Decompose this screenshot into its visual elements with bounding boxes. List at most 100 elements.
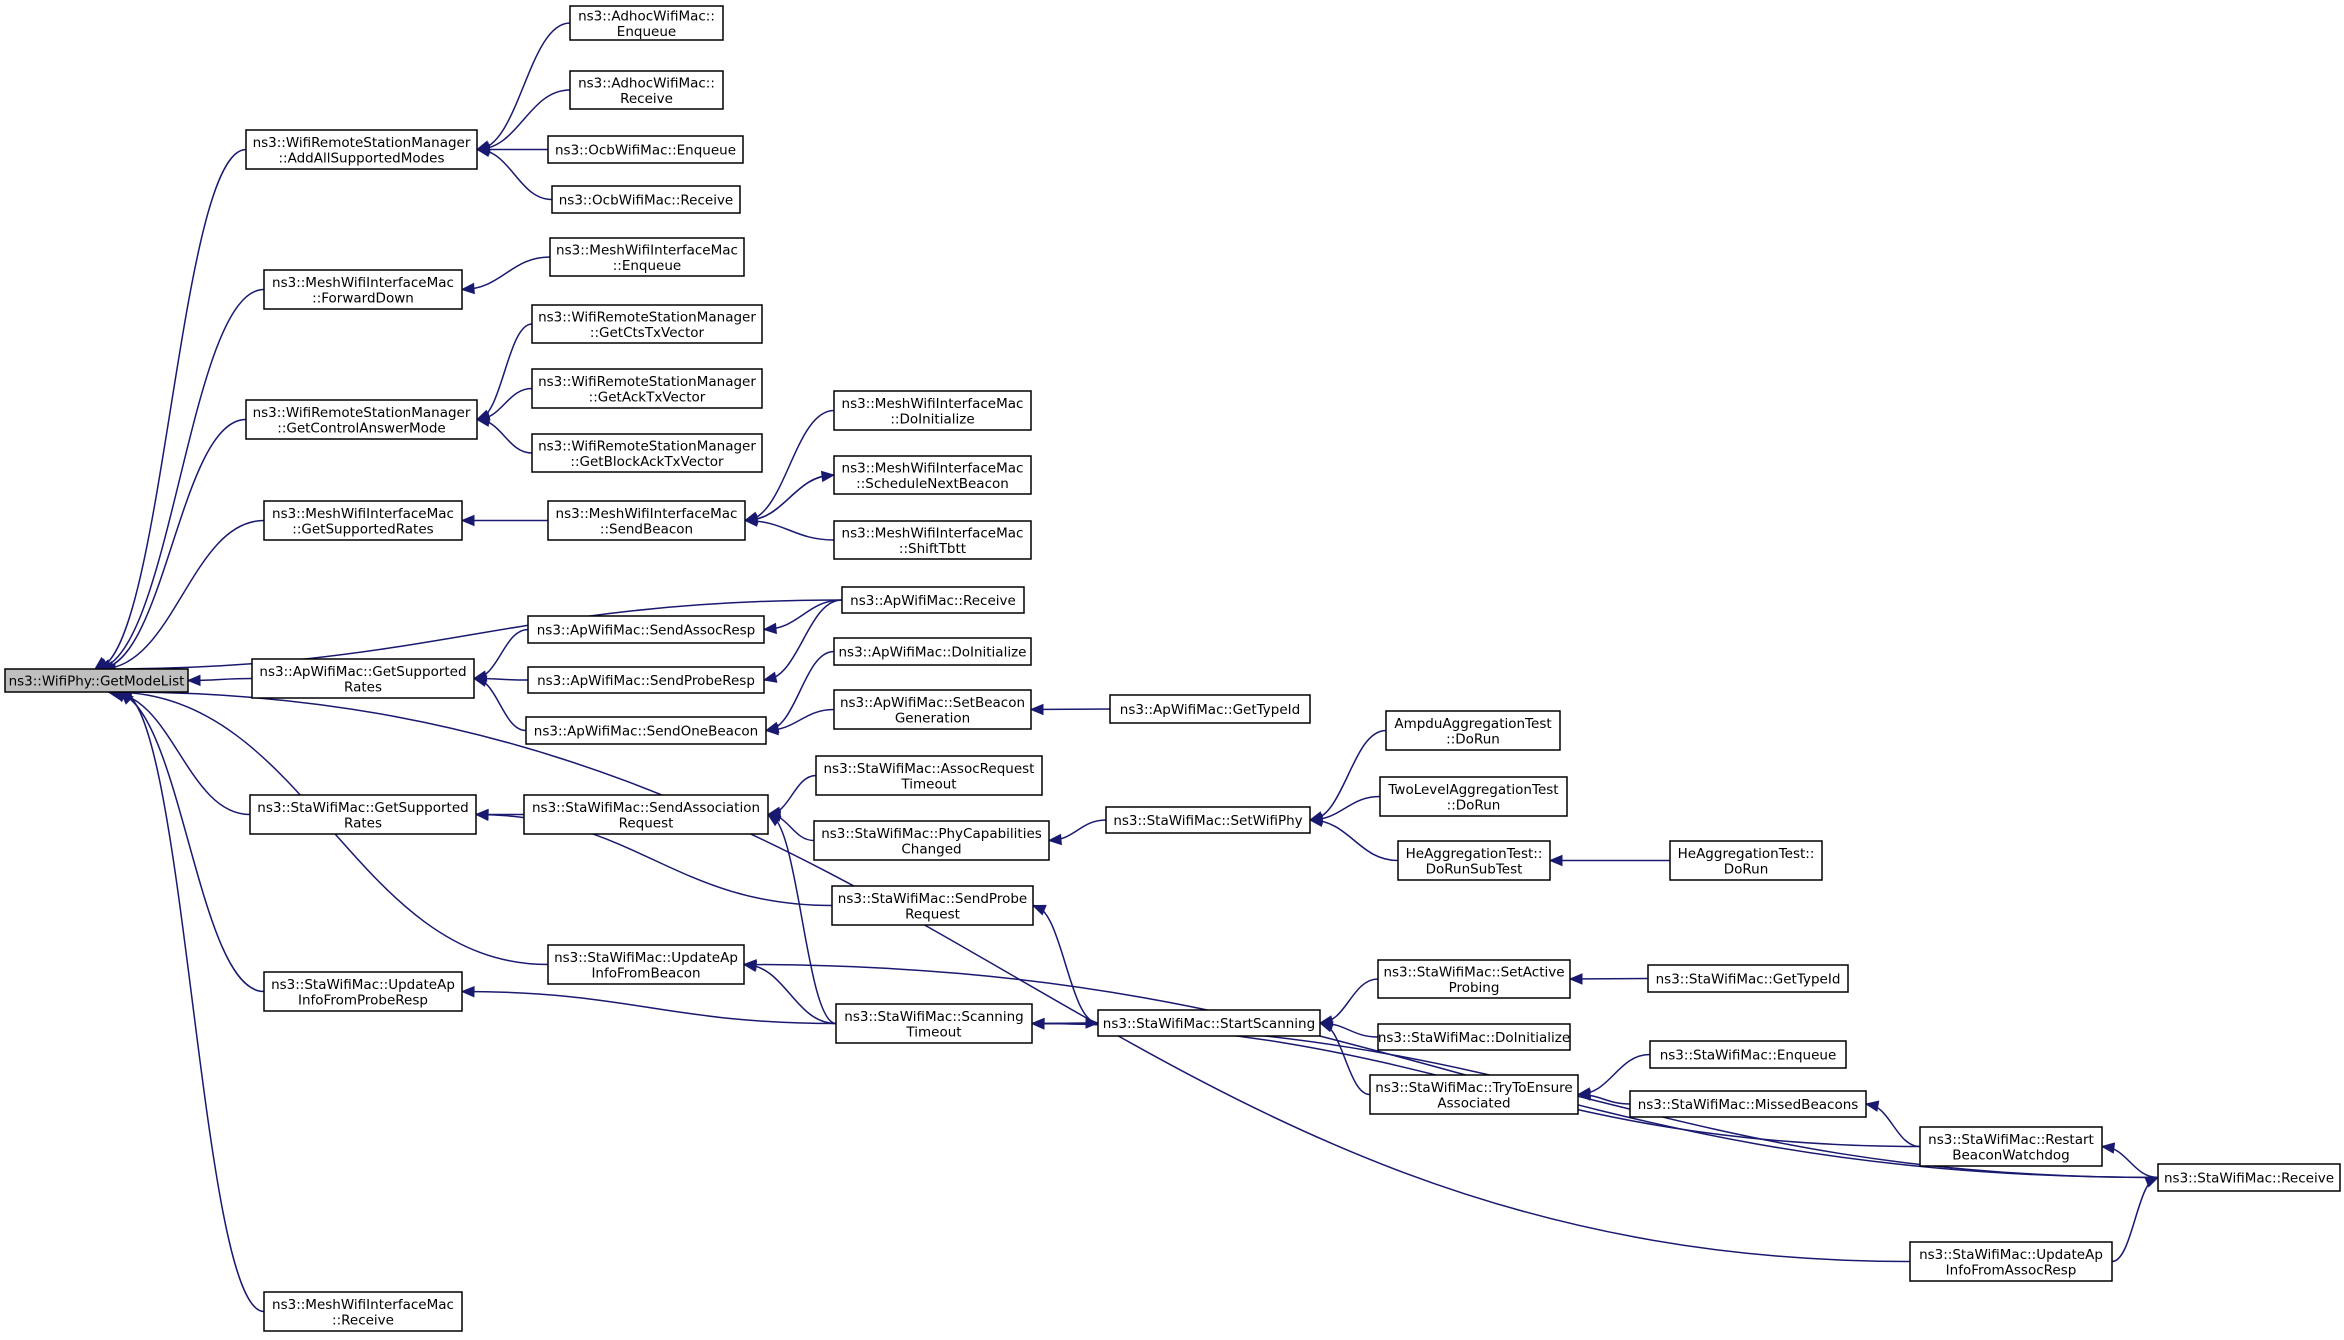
- node-label-line: ns3::MeshWifiInterfaceMac: [842, 525, 1024, 541]
- node-StaGetTypeId[interactable]: ns3::StaWifiMac::GetTypeId: [1647, 964, 1849, 993]
- node-ApDoInitialize[interactable]: ns3::ApWifiMac::DoInitialize: [833, 637, 1032, 666]
- node-StaStartScanning[interactable]: ns3::StaWifiMac::StartScanning: [1097, 1009, 1321, 1037]
- node-ApSendOneBeacon[interactable]: ns3::ApWifiMac::SendOneBeacon: [525, 716, 767, 745]
- node-box: [1109, 694, 1311, 724]
- node-ApReceive[interactable]: ns3::ApWifiMac::Receive: [841, 586, 1025, 614]
- node-MeshReceive[interactable]: ns3::MeshWifiInterfaceMac::Receive: [263, 1291, 463, 1332]
- node-StaUpdateApInfoFromProbeResp[interactable]: ns3::StaWifiMac::UpdateApInfoFromProbeRe…: [263, 971, 463, 1012]
- edge-line: [744, 474, 835, 522]
- node-GetCtsTxVector[interactable]: ns3::WifiRemoteStationManager::GetCtsTxV…: [531, 304, 763, 344]
- arrowhead: [475, 145, 491, 158]
- node-box: [249, 794, 477, 835]
- node-GetBlockAckTxVector[interactable]: ns3::WifiRemoteStationManager::GetBlockA…: [531, 433, 763, 473]
- node-box: [531, 304, 763, 344]
- node-StaReceive[interactable]: ns3::StaWifiMac::Receive: [2157, 1163, 2341, 1192]
- node-TwoLevelDoRun[interactable]: TwoLevelAggregationTest::DoRun: [1379, 776, 1568, 817]
- node-GetModeList[interactable]: ns3::WifiPhy::GetModeList: [4, 668, 189, 693]
- edge-ApReceive-to-ApSendAssocResp: [762, 599, 843, 635]
- node-AdhocReceive[interactable]: ns3::AdhocWifiMac::Receive: [569, 70, 724, 110]
- node-MeshScheduleNextBeacon[interactable]: ns3::MeshWifiInterfaceMac::ScheduleNextB…: [833, 455, 1032, 495]
- node-HeDoRunSubTest[interactable]: HeAggregationTest::DoRunSubTest: [1397, 840, 1551, 881]
- node-label-line: ns3::WifiRemoteStationManager: [253, 405, 471, 421]
- edge-line: [119, 691, 1911, 1263]
- node-label-line: Associated: [1437, 1095, 1510, 1111]
- node-MeshShiftTbtt[interactable]: ns3::MeshWifiInterfaceMac::ShiftTbtt: [833, 520, 1032, 560]
- node-MeshDoInitialize[interactable]: ns3::MeshWifiInterfaceMac::DoInitialize: [833, 390, 1032, 431]
- edge-MeshSendBeacon-to-MeshGetSupportedRates: [460, 514, 548, 527]
- node-box: [1377, 959, 1571, 999]
- node-box: [245, 129, 478, 170]
- node-MeshEnqueue[interactable]: ns3::MeshWifiInterfaceMac::Enqueue: [549, 237, 745, 277]
- node-label-line: ::DoRun: [1447, 797, 1501, 813]
- node-AddAllSupportedModes[interactable]: ns3::WifiRemoteStationManager::AddAllSup…: [245, 129, 478, 170]
- node-OcbReceive[interactable]: ns3::OcbWifiMac::Receive: [551, 185, 741, 214]
- edge-AmpduDoRun-to-StaSetWifiPhy: [1308, 729, 1387, 823]
- node-AdhocEnqueue[interactable]: ns3::AdhocWifiMac::Enqueue: [569, 5, 724, 41]
- node-OcbEnqueue[interactable]: ns3::OcbWifiMac::Enqueue: [547, 135, 744, 164]
- node-StaUpdateApInfoFromAssocResp[interactable]: ns3::StaWifiMac::UpdateApInfoFromAssocRe…: [1909, 1241, 2113, 1282]
- edge-line: [1309, 819, 1399, 862]
- node-StaEnqueue[interactable]: ns3::StaWifiMac::Enqueue: [1649, 1040, 1847, 1069]
- arrowhead: [1031, 904, 1047, 916]
- node-box: [547, 135, 744, 164]
- node-ApSendProbeResp[interactable]: ns3::ApWifiMac::SendProbeResp: [527, 666, 765, 694]
- node-StaSetWifiPhy[interactable]: ns3::StaWifiMac::SetWifiPhy: [1105, 806, 1311, 834]
- node-label-line: ::Enqueue: [613, 258, 681, 274]
- node-box: [251, 658, 475, 699]
- arrowhead: [474, 809, 489, 821]
- edge-GetCtsTxVector-to-GetControlAnswerMode: [475, 323, 533, 421]
- node-label-line: Enqueue: [617, 24, 676, 40]
- node-StaDoInitialize[interactable]: ns3::StaWifiMac::DoInitialize: [1377, 1023, 1571, 1051]
- arrowhead: [762, 622, 777, 635]
- node-label-line: Rates: [344, 679, 382, 695]
- node-GetControlAnswerMode[interactable]: ns3::WifiRemoteStationManager::GetContro…: [245, 399, 478, 440]
- node-ApGetSupportedRates[interactable]: ns3::ApWifiMac::GetSupportedRates: [251, 658, 475, 699]
- edge-line: [461, 990, 837, 1025]
- node-box: [813, 820, 1050, 861]
- node-label-line: Request: [905, 906, 960, 922]
- node-label-line: ::DoRun: [1446, 731, 1500, 747]
- node-label-line: Generation: [895, 710, 970, 726]
- node-label-line: Changed: [901, 841, 961, 857]
- node-MeshForwardDown[interactable]: ns3::MeshWifiInterfaceMac::ForwardDown: [263, 269, 463, 310]
- node-ApSendAssocResp[interactable]: ns3::ApWifiMac::SendAssocResp: [527, 615, 765, 644]
- arrowhead: [1568, 973, 1583, 985]
- arrowhead: [1318, 1021, 1334, 1033]
- node-AmpduDoRun[interactable]: AmpduAggregationTest::DoRun: [1385, 710, 1561, 751]
- node-MeshSendBeacon[interactable]: ns3::MeshWifiInterfaceMac::SendBeacon: [547, 500, 746, 541]
- node-ApGetTypeId[interactable]: ns3::ApWifiMac::GetTypeId: [1109, 694, 1311, 724]
- node-label-line: ns3::StaWifiMac::UpdateAp: [554, 950, 738, 966]
- node-StaMissedBeacons[interactable]: ns3::StaWifiMac::MissedBeacons: [1629, 1090, 1867, 1118]
- edge-MeshEnqueue-to-MeshForwardDown: [460, 256, 551, 295]
- node-label-line: Request: [619, 815, 674, 831]
- node-label-line: ::SendBeacon: [600, 521, 693, 537]
- node-box: [1097, 1009, 1321, 1037]
- node-GetAckTxVector[interactable]: ns3::WifiRemoteStationManager::GetAckTxV…: [531, 368, 763, 409]
- node-label-line: ns3::ApWifiMac::SendProbeResp: [537, 673, 755, 689]
- edge-StaStartScanning-to-StaSendProbeRequest: [1031, 904, 1099, 1024]
- node-label-line: ns3::StaWifiMac::DoInitialize: [1378, 1030, 1570, 1046]
- node-box: [569, 70, 724, 110]
- node-box: [1919, 1126, 2103, 1167]
- node-MeshGetSupportedRates[interactable]: ns3::MeshWifiInterfaceMac::GetSupportedR…: [263, 500, 463, 541]
- node-label-line: ns3::StaWifiMac::SendProbe: [838, 891, 1027, 907]
- arrowhead: [1085, 1017, 1100, 1029]
- node-label-line: Probing: [1449, 980, 1500, 996]
- edge-MeshShiftTbtt-to-MeshSendBeacon: [743, 515, 835, 541]
- node-box: [815, 755, 1043, 796]
- node-label-line: ns3::AdhocWifiMac::: [578, 75, 715, 91]
- node-label-line: ns3::ApWifiMac::GetTypeId: [1120, 702, 1300, 718]
- edge-StaRestartBeaconWatchdog-to-StaMissedBeacons: [1864, 1100, 1921, 1148]
- node-HeDoRun[interactable]: HeAggregationTest::DoRun: [1669, 840, 1823, 881]
- node-StaGetSupportedRates[interactable]: ns3::StaWifiMac::GetSupportedRates: [249, 794, 477, 835]
